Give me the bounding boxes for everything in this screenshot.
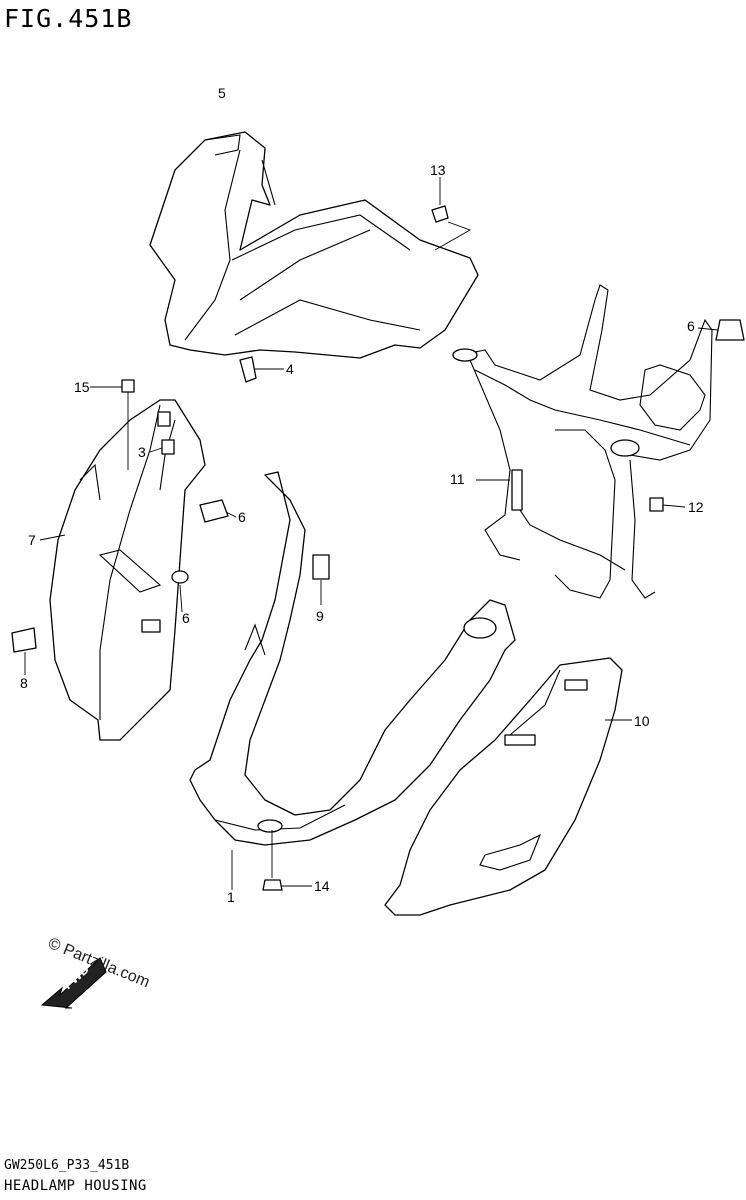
part-8-pad[interactable] <box>11 627 37 653</box>
figure-title: FIG.451B <box>4 4 133 33</box>
part-2-clip[interactable] <box>161 439 175 455</box>
part-10-right-cover[interactable] <box>384 657 623 916</box>
callout-7: 7 <box>28 532 36 548</box>
callout-2: 3 <box>138 444 146 460</box>
part-5-pad[interactable] <box>199 499 229 523</box>
callout-8: 8 <box>20 675 28 691</box>
callout-10: 10 <box>634 713 650 729</box>
part-3-clip[interactable] <box>239 356 257 383</box>
callout-11: 11 <box>450 471 465 487</box>
callout-6-top: 6 <box>687 318 695 334</box>
callout-5: 6 <box>238 509 246 525</box>
leader-lines <box>24 177 719 890</box>
part-15-bolt[interactable] <box>121 379 135 470</box>
callout-15: 15 <box>74 379 90 395</box>
part-12-bolt[interactable] <box>649 497 664 512</box>
part-13-screw[interactable] <box>431 205 472 251</box>
part-4-upper-cover[interactable] <box>149 131 479 359</box>
callout-14: 14 <box>314 878 330 894</box>
callout-4: 5 <box>218 85 226 101</box>
callout-12: 12 <box>688 499 704 515</box>
part-7-left-cover[interactable] <box>49 399 206 741</box>
callout-13: 13 <box>430 162 446 178</box>
footer-code: GW250L6_P33_451B <box>4 1158 130 1173</box>
part-11-bracket[interactable] <box>452 284 713 599</box>
callout-6-mid: 6 <box>182 610 190 626</box>
footer-name: HEADLAMP HOUSING <box>4 1178 147 1194</box>
callout-1: 1 <box>227 889 235 905</box>
callout-9: 9 <box>316 608 324 624</box>
part-9-pad[interactable] <box>312 554 330 580</box>
part-14-screw[interactable] <box>262 830 283 891</box>
part-6b-screw[interactable] <box>171 570 189 584</box>
part-6-grommet[interactable] <box>715 319 745 341</box>
callout-3: 4 <box>286 361 294 377</box>
part-1-lower-cowl[interactable] <box>189 471 516 846</box>
